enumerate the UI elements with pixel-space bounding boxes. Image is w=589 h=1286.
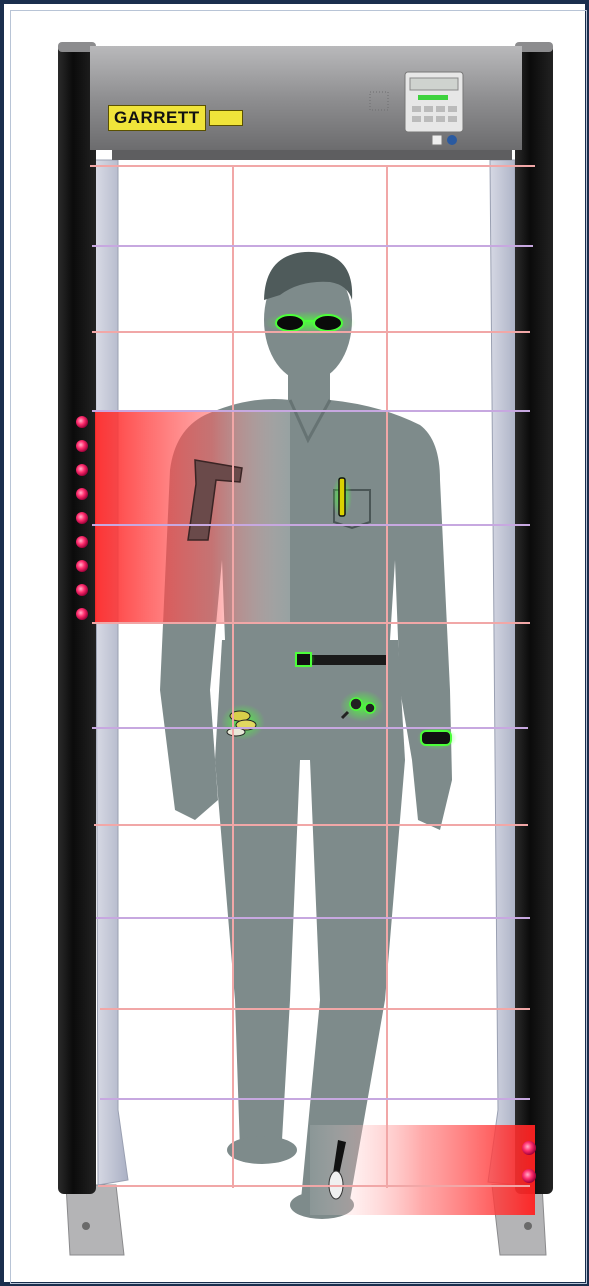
led-light — [76, 488, 88, 500]
led-light — [522, 1169, 536, 1183]
brand-sub-label — [209, 110, 243, 126]
person-silhouette — [160, 258, 452, 1219]
brand-logo: GARRETT — [108, 106, 248, 130]
pen-icon — [332, 475, 352, 519]
right-pillar — [515, 42, 553, 1194]
led-light — [76, 416, 88, 428]
led-light — [76, 464, 88, 476]
watch-icon — [417, 726, 457, 750]
left-pillar — [58, 42, 96, 1194]
left-foot-plate — [66, 1185, 124, 1255]
left-inner-panel — [95, 160, 128, 1185]
brand-name: GARRETT — [108, 105, 206, 131]
led-light — [76, 512, 88, 524]
led-light — [76, 608, 88, 620]
led-light — [76, 560, 88, 572]
led-light — [76, 440, 88, 452]
left-led-column — [76, 416, 88, 620]
keys-icon — [340, 690, 384, 722]
right-inner-panel — [488, 160, 518, 1185]
led-light — [522, 1141, 536, 1155]
led-light — [76, 584, 88, 596]
led-light — [76, 536, 88, 548]
lower-alert-zone — [310, 1125, 535, 1215]
coins-icon — [221, 704, 265, 740]
